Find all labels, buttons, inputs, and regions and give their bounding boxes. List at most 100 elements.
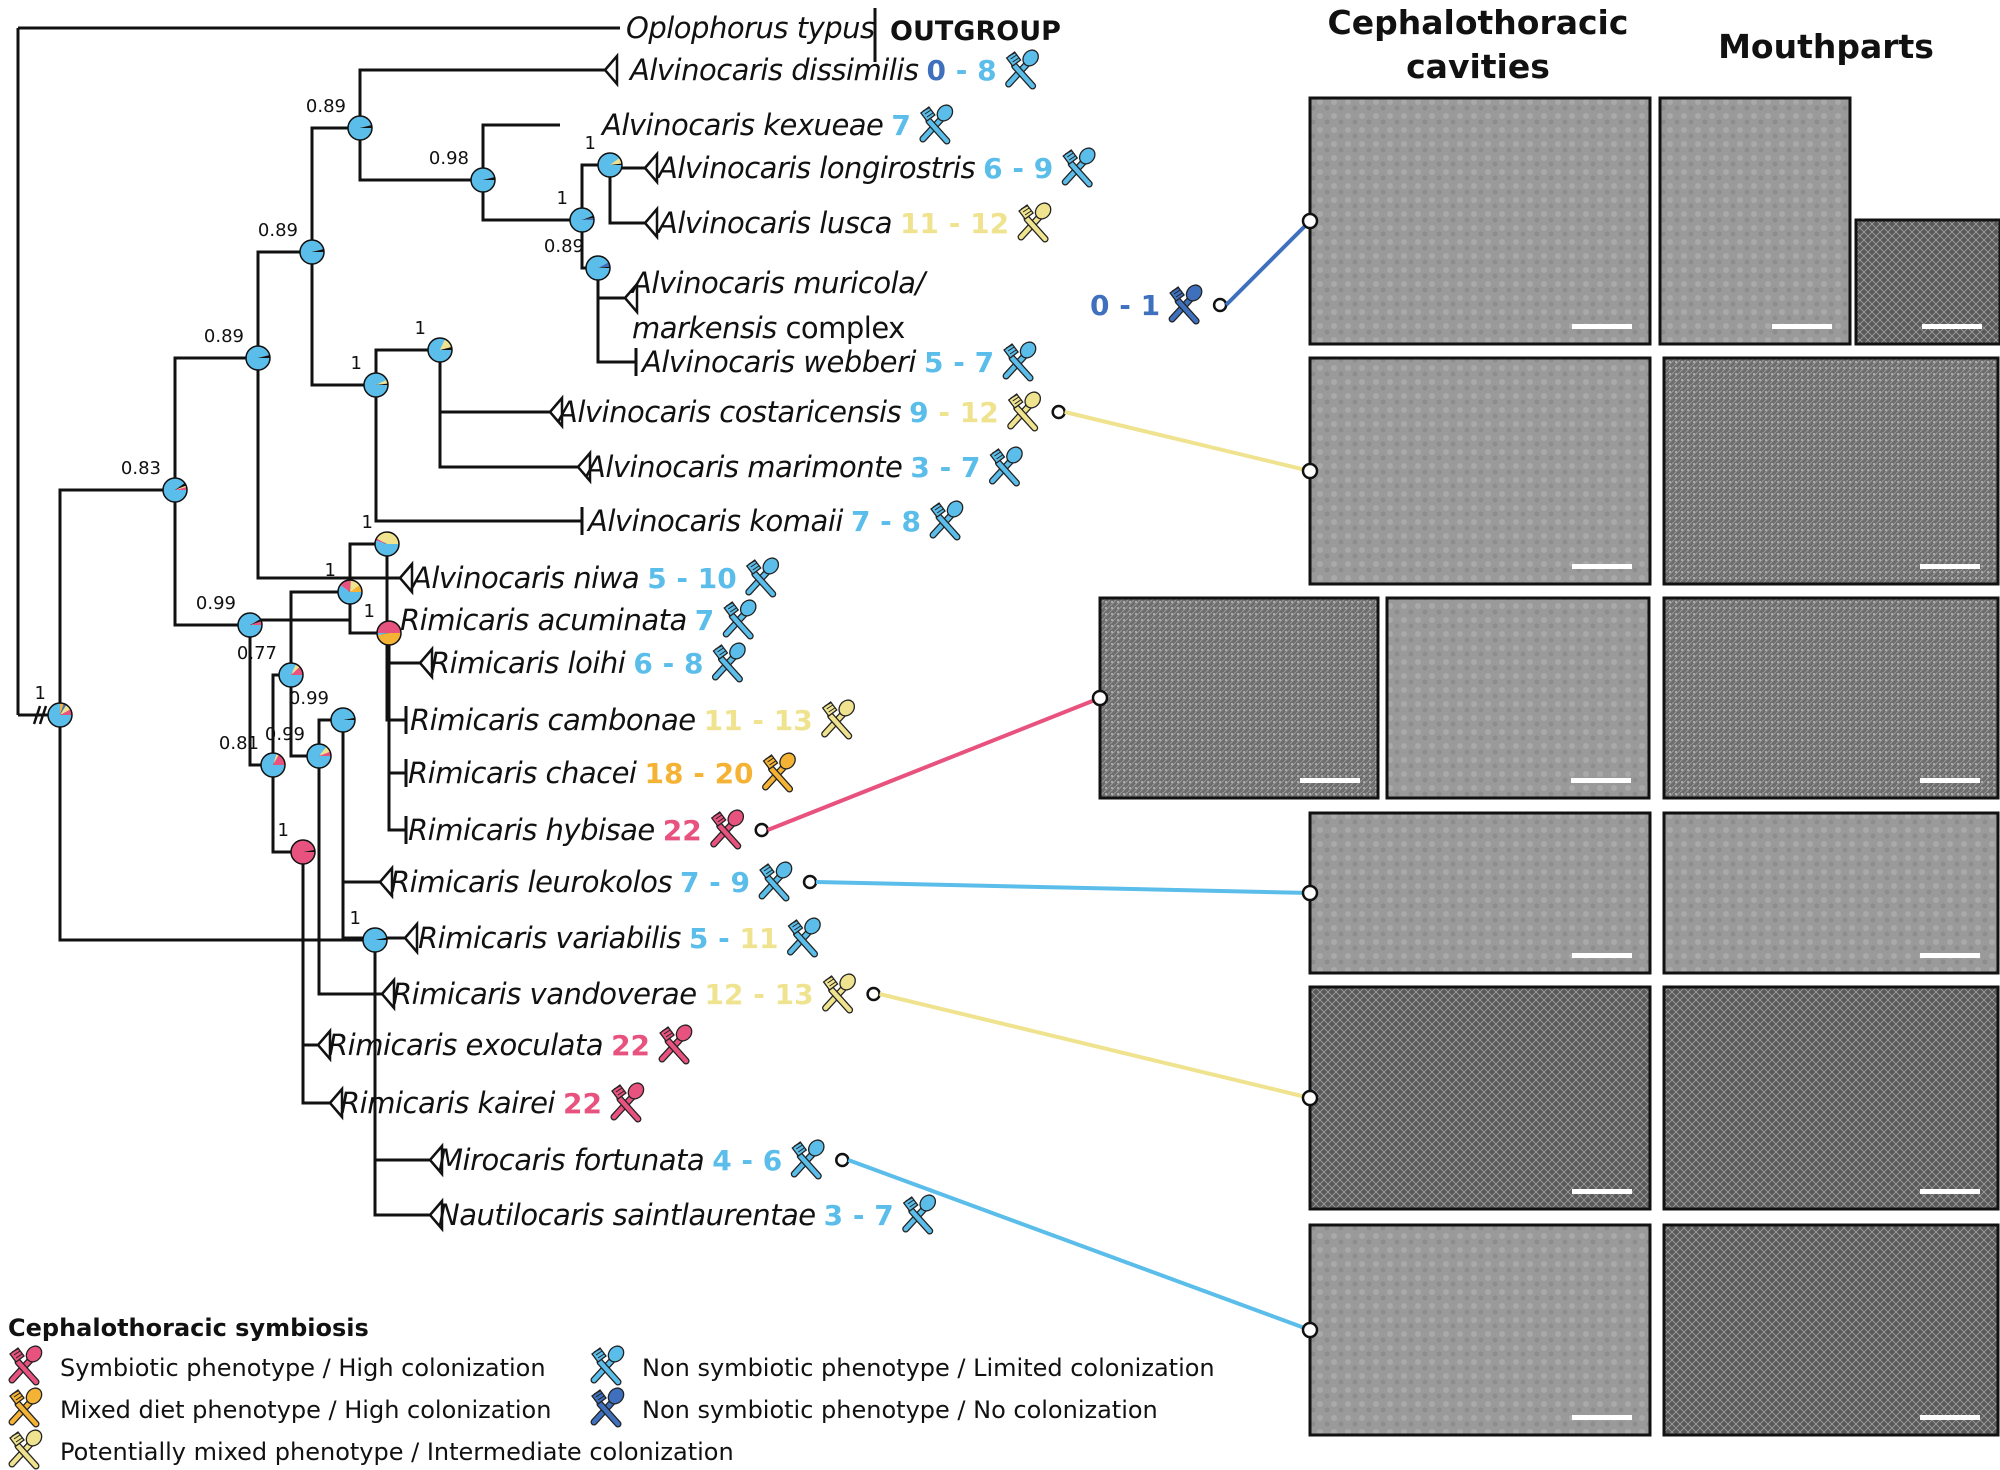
tree-branch (438, 350, 578, 469)
fork-spoon-icon (1061, 147, 1096, 188)
support-value: 0.89 (306, 96, 346, 117)
support-value: 0.81 (219, 733, 259, 754)
root-stem (16, 28, 60, 717)
taxon-name: Rimicaris loihi (430, 646, 626, 680)
fork-spoon-icon (758, 861, 793, 902)
fork-spoon-icon (1017, 202, 1052, 243)
support-value: 1 (325, 560, 336, 581)
ancestral-state-pie (569, 207, 595, 233)
ancestral-state-pie (363, 372, 389, 398)
pie-slice-non_symbiotic_limited (428, 338, 452, 363)
column-headers: Cephalothoracic cavities Mouthparts (1328, 3, 1934, 86)
taxon-name: Nautilocaris saintlaurentae (438, 1198, 816, 1232)
tree-branch (387, 633, 400, 775)
pie-outline (376, 620, 402, 646)
taxon-name: Rimicaris hybisae (408, 813, 655, 847)
legend-label: Non symbiotic phenotype / Limited coloni… (642, 1354, 1215, 1382)
scale-bar (1920, 564, 1980, 569)
support-values: 10.830.890.890.890.98110.89110.990.810.7… (35, 96, 596, 929)
colonization-score: 5 - 11 (689, 922, 779, 955)
taxon-name: Rimicaris chacei (408, 756, 637, 790)
header-cavities-line1: Cephalothoracic (1328, 3, 1629, 42)
cavity-micrograph (1098, 596, 1380, 800)
collapsed-clade-marker (630, 348, 638, 376)
support-value: 1 (362, 512, 373, 533)
pie-slice-symbiotic (377, 621, 401, 633)
colonization-score: 11 - 12 (900, 207, 1009, 240)
connector-line (1064, 410, 1311, 473)
pie-slice-potentially_mixed (291, 664, 300, 675)
connector-line (847, 1158, 1311, 1332)
taxon-name: Alvinocaris kexueae (600, 108, 883, 142)
panel-anchor (1301, 1321, 1319, 1339)
pie-slice-symbiotic (375, 538, 387, 544)
pie-slice-mixed_diet (350, 584, 362, 592)
colonization-score: 22 (611, 1029, 650, 1062)
colonization-score: 5 - 7 (924, 346, 994, 379)
tree-branch (173, 490, 250, 627)
pie-slice-symbiotic (291, 666, 303, 675)
ancestral-state-pie (585, 255, 611, 281)
pie-outline (162, 477, 188, 503)
ancestral-state-pie (362, 927, 388, 953)
taxon-name: Alvinocaris dissimilis (628, 53, 919, 87)
fork-spoon-icon (1007, 391, 1042, 432)
tree-branch (248, 618, 350, 625)
mouthparts-micrograph (1662, 985, 2000, 1211)
taxon-muricola: Alvinocaris muricola/markensis complex0 … (630, 266, 1228, 345)
pie-slice-potentially_mixed (376, 379, 388, 385)
tree-branch (256, 358, 400, 580)
scale-bar (1920, 1415, 1980, 1420)
tree-branch (385, 544, 400, 722)
colonization-score: 9 - 12 (909, 396, 999, 429)
collapsed-clade-triangle (418, 645, 434, 681)
collapsed-clade-triangle (328, 1085, 344, 1121)
colonization-score: 3 - 7 (910, 451, 980, 484)
fork-spoon-icon (610, 1082, 645, 1123)
tree-branch (358, 68, 605, 128)
tree-branch (301, 852, 330, 1105)
taxon-name: Rimicaris leurokolos (390, 865, 672, 899)
collapsed-clade-triangle (380, 976, 396, 1012)
collapsed-clade-triangle (643, 150, 659, 186)
collapsed-clade-triangle (378, 864, 394, 900)
mouthparts-inset-micrograph (1854, 218, 2000, 346)
pie-slice-mixed_diet (60, 703, 64, 715)
fork-spoon-icon (988, 446, 1023, 487)
taxon-name: Alvinocaris muricola/ (630, 266, 928, 300)
pie-slice-black (483, 177, 495, 180)
micrograph-panels (1091, 96, 2000, 1437)
pie-slice-black (258, 355, 270, 358)
fork-spoon-icon (1005, 49, 1039, 90)
ancestral-state-pie (374, 531, 400, 557)
ancestral-state-pie (278, 662, 304, 688)
colonization-score: 12 - 13 (705, 978, 814, 1011)
tree-branch (608, 165, 645, 225)
legend-label: Mixed diet phenotype / High colonization (60, 1396, 551, 1424)
fork-spoon-icon (590, 1345, 625, 1386)
pie-outline (260, 752, 286, 778)
support-value: 0.99 (196, 593, 236, 614)
tree-branch (348, 592, 389, 635)
mouthparts-micrograph (1662, 811, 2000, 975)
pie-slice-potentially_mixed (376, 532, 399, 544)
taxon-name: Rimicaris acuminata (400, 603, 687, 637)
pie-slice-non_symbiotic_limited (471, 168, 495, 193)
mouthparts-micrograph (1662, 596, 2000, 800)
support-value: 0.89 (544, 236, 584, 257)
collapsed-clade-triangle (548, 394, 564, 430)
fork-spoon-icon (658, 1024, 693, 1065)
collapsed-clade-triangle (316, 1027, 332, 1063)
pie-slice-non_symbiotic_none (598, 262, 610, 268)
colonization-score: 11 - 13 (704, 704, 813, 737)
pie-slice-non_symbiotic_limited (598, 153, 622, 178)
mouthparts-micrograph (1658, 96, 1852, 346)
taxon-name: Alvinocaris marimonte (584, 450, 902, 484)
tree-branch (438, 350, 550, 414)
